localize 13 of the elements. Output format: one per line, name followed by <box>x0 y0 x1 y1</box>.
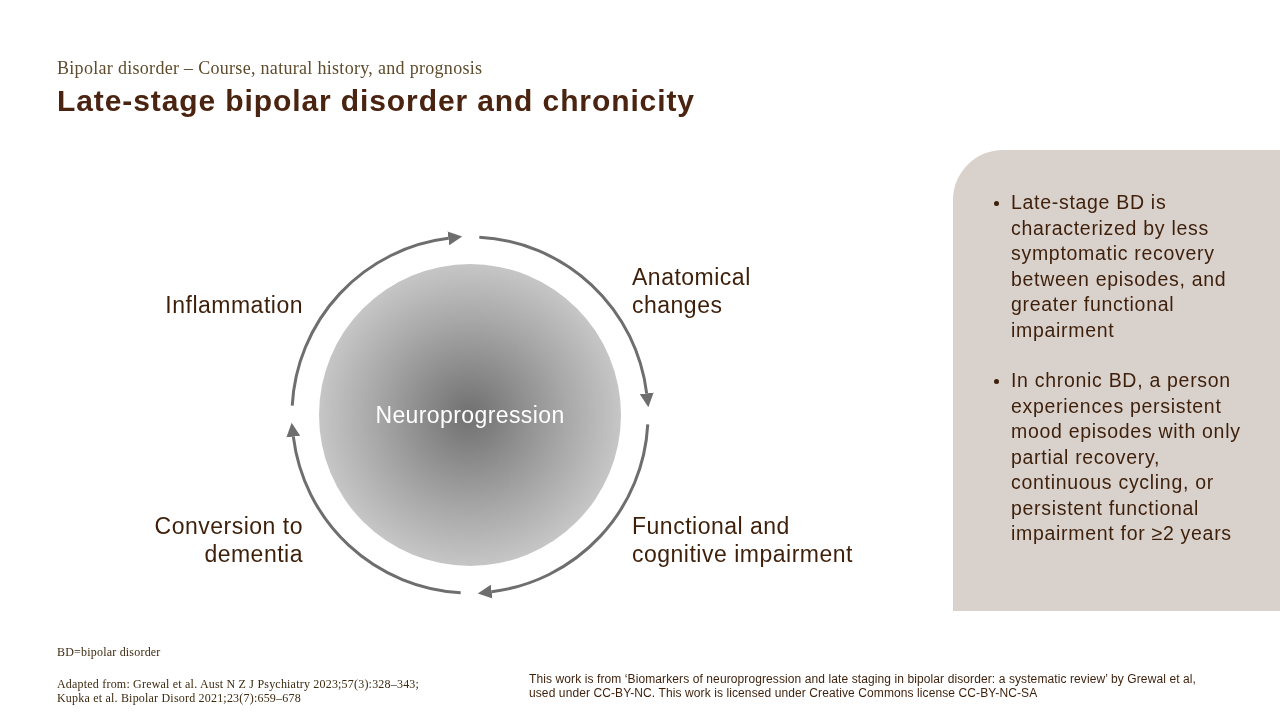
bullet-text: Late-stage BD is characterized by less symptomatic recovery between episodes, and greater functional impairment <box>1011 190 1228 343</box>
info-panel <box>953 150 1280 611</box>
stage-label: Inflammation <box>164 291 303 319</box>
circle-label: Neuroprogression <box>375 401 565 429</box>
license-note: This work is from ‘Biomarkers of neuroprogression and late staging in bipolar disorder: a systematic review’ by Grewal et al, used under CC-BY-NC. This work is licensed under Creative Commons license CC-BY-NC-SA <box>529 672 1197 700</box>
slide-title: Late-stage bipolar disorder and chronicity <box>57 83 695 119</box>
stage-label: Conversion to dementia <box>153 512 303 568</box>
stage-label: Functional and cognitive impairment <box>632 512 854 568</box>
stage-label: Anatomical changes <box>632 263 752 319</box>
bullet-text: In chronic BD, a person experiences persistent mood episodes with only partial recovery, continuous cycling, or persistent functional impairment for ≥2 years <box>1011 368 1242 546</box>
slide-subtitle: Bipolar disorder – Course, natural history, and prognosis <box>57 57 483 79</box>
footnote: BD=bipolar disorder <box>57 645 161 659</box>
reference-note: Adapted from: Grewal et al. Aust N Z J Psychiatry 2023;57(3):328–343; Kupka et al. Bipolar Disord 2021;23(7):659–678 <box>57 677 421 705</box>
